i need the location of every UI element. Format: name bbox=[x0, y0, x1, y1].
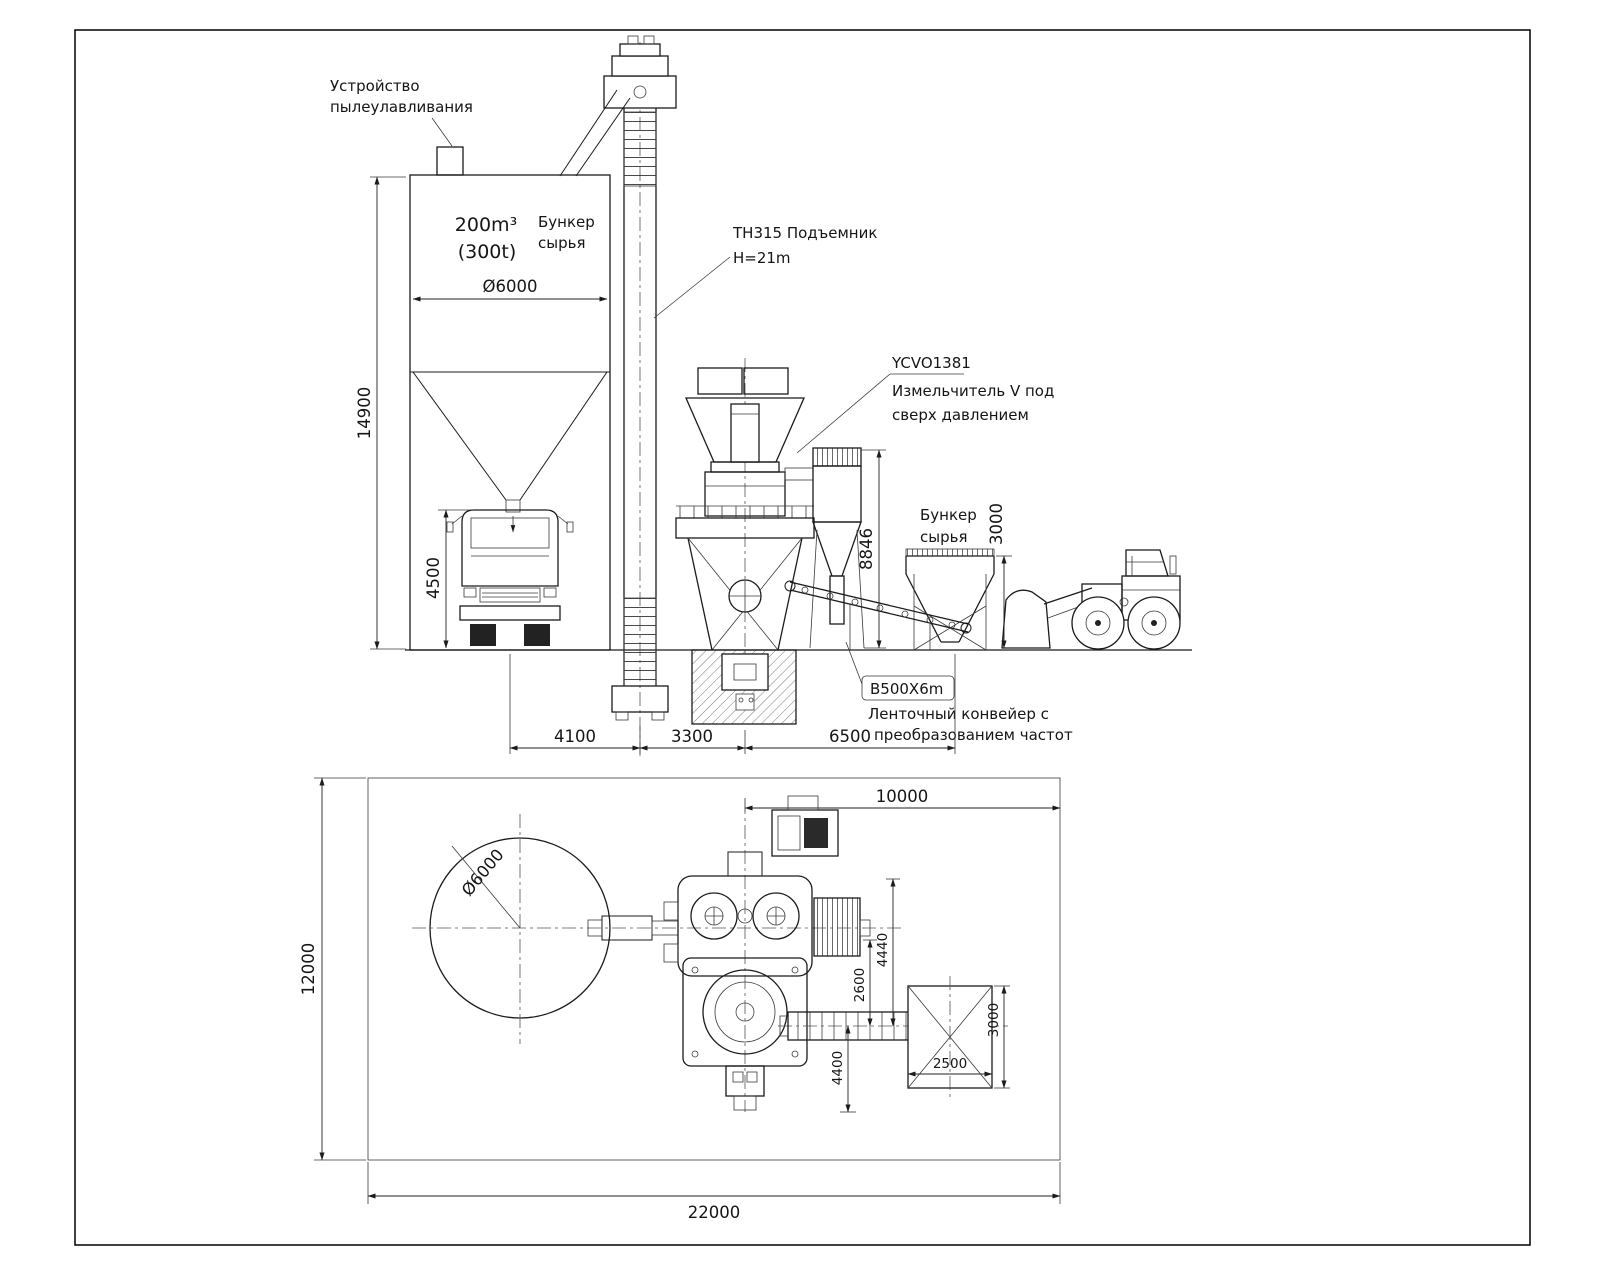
sheet-frame bbox=[74, 29, 1531, 1246]
dust-collector-stack bbox=[436, 146, 464, 176]
elevator-callout: TH315 Подъемник H=21m bbox=[653, 224, 877, 319]
cyclone-collector bbox=[784, 447, 865, 649]
dim-3000-plan-text: 3000 bbox=[986, 1003, 1002, 1037]
truck-wheel-right bbox=[524, 624, 550, 646]
dust-device-label-line1: Устройство bbox=[330, 77, 420, 95]
plan-depth-dim-text: 12000 bbox=[299, 943, 318, 996]
feed-bunker-label-line1: Бункер bbox=[920, 506, 977, 524]
plan-width-dim-text: 22000 bbox=[688, 1203, 741, 1222]
mill-name-line2: сверх давлением bbox=[892, 406, 1029, 424]
silo-capacity-label: (300t) bbox=[458, 241, 517, 263]
mill-leader bbox=[796, 373, 891, 454]
dim-2600-text: 2600 bbox=[852, 968, 868, 1002]
dust-device-label-line2: пылеулавливания bbox=[330, 98, 473, 116]
silo-volume-label: 200m³ bbox=[455, 214, 517, 236]
silo-height-dim-text: 14900 bbox=[355, 387, 374, 440]
truck-wheel-left bbox=[470, 624, 496, 646]
silo-height-dimension: 14900 bbox=[355, 176, 406, 650]
plan-depth-dimension: 12000 bbox=[299, 777, 366, 1161]
loader-cab bbox=[1125, 549, 1169, 577]
elevator-discharge-chute bbox=[559, 89, 618, 177]
plan-boundary bbox=[367, 777, 1061, 1161]
mill-model-label: YCVO1381 bbox=[891, 354, 971, 372]
dust-device-leader bbox=[431, 117, 453, 147]
dust-device-callout: Устройство пылеулавливания bbox=[330, 77, 473, 147]
silo-name-line1: Бункер bbox=[538, 213, 595, 231]
feed-bunker-label-line2: сырья bbox=[920, 528, 967, 546]
motor-block bbox=[804, 818, 828, 848]
feed-bunker-dimension: 3000 bbox=[987, 503, 1012, 649]
silo-diameter-dim: Ø6000 bbox=[483, 277, 538, 296]
conveyor-name-line1: Ленточный конвейер с bbox=[868, 705, 1049, 723]
cyclone-plan bbox=[813, 897, 861, 957]
plan-detail-dimensions: 4440 2600 4400 3000 2500 bbox=[830, 878, 1010, 1113]
raw-material-silo: Ø6000 200m³ (300t) Бункер сырья bbox=[409, 146, 611, 651]
mill-height-dim-text: 8846 bbox=[857, 528, 876, 570]
conveyor-model-label: B500X6m bbox=[870, 680, 943, 698]
truck bbox=[446, 509, 574, 646]
wheel-loader bbox=[1001, 549, 1181, 650]
clearance-dim-text: 4500 bbox=[424, 557, 443, 599]
belt-conveyor bbox=[784, 580, 972, 650]
dim-silo-to-elevator: 4100 bbox=[554, 727, 596, 746]
conveyor-leader bbox=[845, 641, 863, 685]
mill-callout: YCVO1381 Измельчитель V под сверх давлен… bbox=[796, 354, 1054, 454]
grinding-mill bbox=[675, 358, 815, 725]
plan-right-width-dim-text: 10000 bbox=[876, 787, 929, 806]
elevator-leader bbox=[653, 256, 731, 319]
silo-name-line2: сырья bbox=[538, 234, 585, 252]
feed-bunker-dim-text: 3000 bbox=[987, 503, 1006, 545]
dim-mill-to-bunker: 6500 bbox=[829, 727, 871, 746]
mill-name-line1: Измельчитель V под bbox=[892, 382, 1054, 400]
loader-bucket bbox=[1001, 589, 1051, 649]
conveyor-callout: B500X6m Ленточный конвейер с преобразова… bbox=[845, 641, 1073, 744]
dim-elevator-to-mill: 3300 bbox=[671, 727, 713, 746]
plan-view: 12000 22000 10000 Ø6000 bbox=[299, 777, 1061, 1222]
mill-height-dimension: 8846 bbox=[857, 449, 886, 649]
bunker-plan bbox=[907, 976, 993, 1100]
mill-plan bbox=[663, 795, 871, 1112]
elevation-view: Ø6000 200m³ (300t) Бункер сырья Устройст… bbox=[330, 35, 1192, 758]
plan-width-dimension: 22000 bbox=[367, 1162, 1061, 1222]
dim-4440-text: 4440 bbox=[875, 933, 891, 967]
elevation-dimension-chain: 4100 3300 6500 bbox=[509, 654, 956, 754]
conveyor-name-line2: преобразованием частот bbox=[874, 726, 1073, 744]
dim-4400-text: 4400 bbox=[830, 1051, 846, 1085]
elevator-height-label: H=21m bbox=[733, 249, 791, 267]
dim-2500-text: 2500 bbox=[933, 1056, 967, 1072]
bucket-elevator bbox=[559, 35, 677, 758]
elevator-model-label: TH315 Подъемник bbox=[732, 224, 877, 242]
